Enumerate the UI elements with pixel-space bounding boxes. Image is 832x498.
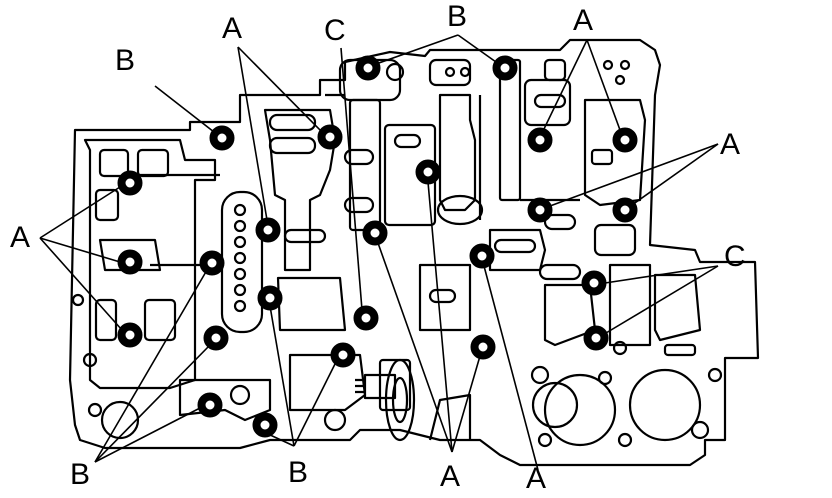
bolt-a-5 [415,159,441,185]
bolt-a-10 [469,243,495,269]
bolt-a-1 [317,124,343,150]
bolt-b-2 [355,55,381,81]
bolt-b-7 [330,342,356,368]
label-a-top: A [222,12,243,45]
bolt-c-1 [581,270,607,296]
bolt-a-12 [117,322,143,348]
bolt-b-4 [199,250,225,276]
label-a-bottom-right: A [526,462,547,495]
label-b-bottom-left: B [70,458,91,491]
bolt-a-2 [527,127,553,153]
bolt-b-8 [197,392,223,418]
bolt-b-6 [203,325,229,351]
label-a-top-right: A [573,4,594,37]
label-b-bottom-mid: B [288,456,309,489]
bolt-a-8 [255,217,281,243]
bolt-c-3 [583,325,609,351]
bolt-a-11 [117,249,143,275]
label-a-right: A [720,128,741,161]
bolt-b-5 [257,285,283,311]
bolt-c-2 [353,305,379,331]
label-c-top: C [324,14,346,47]
label-a-left: A [10,221,31,254]
bolt-a-4 [117,170,143,196]
label-c-right: C [724,240,746,273]
bolts [117,55,638,438]
label-a-bottom-mid: A [440,460,461,493]
bolt-a-13 [470,334,496,360]
label-b-upper-left: B [115,44,136,77]
label-b-top: B [447,0,468,33]
bolt-a-9 [362,220,388,246]
bolt-a-6 [527,197,553,223]
bolt-b-3 [492,55,518,81]
leader-lines [39,34,719,471]
bolt-b-9 [252,412,278,438]
bolt-b-1 [209,125,235,151]
bolt-a-7 [612,197,638,223]
bolt-a-3 [612,127,638,153]
valve-body-outline [68,38,760,467]
